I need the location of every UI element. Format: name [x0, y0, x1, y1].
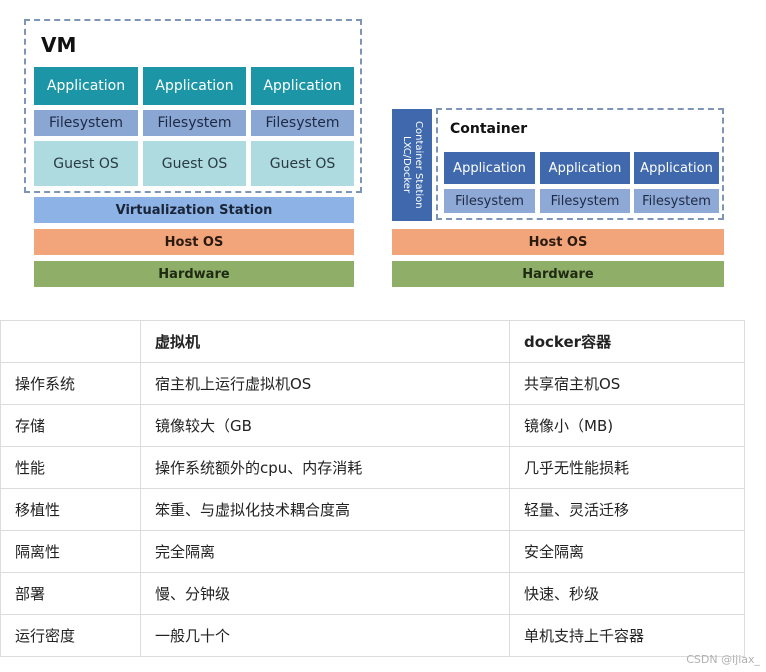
vm-virtualization-layer: Virtualization Station	[34, 197, 354, 223]
table-cell: 宿主机上运行虚拟机OS	[140, 362, 510, 405]
vm-guest-os-block: Guest OS	[143, 141, 246, 186]
vm-application-block: Application	[34, 67, 138, 105]
table-cell: 安全隔离	[509, 530, 745, 573]
table-cell: 笨重、与虚拟化技术耦合度高	[140, 488, 510, 531]
container-application-block: Application	[444, 152, 535, 184]
container-filesystem-block: Filesystem	[444, 189, 535, 213]
table-cell: 操作系统额外的cpu、内存消耗	[140, 446, 510, 489]
vm-host-os-layer: Host OS	[34, 229, 354, 255]
container-boundary	[436, 108, 724, 220]
container-title: Container	[450, 121, 528, 137]
vm-filesystem-block: Filesystem	[34, 110, 138, 136]
vm-guest-os-block: Guest OS	[251, 141, 354, 186]
table-row: 性能 操作系统额外的cpu、内存消耗 几乎无性能损耗	[0, 446, 745, 489]
vm-filesystem-block: Filesystem	[143, 110, 246, 136]
table-row: 隔离性 完全隔离 安全隔离	[0, 530, 745, 573]
table-cell: 隔离性	[0, 530, 141, 573]
table-cell: 镜像较大（GB	[140, 404, 510, 447]
vm-application-block: Application	[251, 67, 354, 105]
table-cell: 性能	[0, 446, 141, 489]
vm-title: VM	[41, 33, 77, 57]
vm-guest-os-block: Guest OS	[34, 141, 138, 186]
table-header-cell	[0, 320, 141, 363]
table-header-row: 虚拟机 docker容器	[0, 320, 745, 363]
table-row: 运行密度 一般几十个 单机支持上千容器	[0, 614, 745, 657]
table-header-cell: 虚拟机	[140, 320, 510, 363]
vm-hardware-layer: Hardware	[34, 261, 354, 287]
vm-application-block: Application	[143, 67, 246, 105]
table-cell: 一般几十个	[140, 614, 510, 657]
table-cell: 几乎无性能损耗	[509, 446, 745, 489]
table-cell: 存储	[0, 404, 141, 447]
table-cell: 镜像小（MB)	[509, 404, 745, 447]
container-application-block: Application	[634, 152, 719, 184]
table-cell: 快速、秒级	[509, 572, 745, 615]
comparison-table: 虚拟机 docker容器 操作系统 宿主机上运行虚拟机OS 共享宿主机OS 存储…	[0, 320, 745, 657]
watermark: CSDN @ljiax_	[686, 653, 760, 666]
table-row: 操作系统 宿主机上运行虚拟机OS 共享宿主机OS	[0, 362, 745, 405]
container-filesystem-block: Filesystem	[634, 189, 719, 213]
table-row: 移植性 笨重、与虚拟化技术耦合度高 轻量、灵活迁移	[0, 488, 745, 531]
table-cell: 轻量、灵活迁移	[509, 488, 745, 531]
container-hardware-layer: Hardware	[392, 261, 724, 287]
table-cell: 完全隔离	[140, 530, 510, 573]
table-cell: 移植性	[0, 488, 141, 531]
vm-boundary	[24, 19, 362, 193]
vm-filesystem-block: Filesystem	[251, 110, 354, 136]
table-cell: 操作系统	[0, 362, 141, 405]
table-cell: 慢、分钟级	[140, 572, 510, 615]
table-cell: 部署	[0, 572, 141, 615]
table-cell: 共享宿主机OS	[509, 362, 745, 405]
container-station-label: Container Station LXC/Docker	[401, 121, 424, 209]
table-header-cell: docker容器	[509, 320, 745, 363]
table-cell: 单机支持上千容器	[509, 614, 745, 657]
container-station-block: Container Station LXC/Docker	[392, 109, 432, 221]
container-application-block: Application	[540, 152, 630, 184]
table-row: 部署 慢、分钟级 快速、秒级	[0, 572, 745, 615]
container-host-os-layer: Host OS	[392, 229, 724, 255]
table-row: 存储 镜像较大（GB 镜像小（MB)	[0, 404, 745, 447]
table-cell: 运行密度	[0, 614, 141, 657]
container-filesystem-block: Filesystem	[540, 189, 630, 213]
